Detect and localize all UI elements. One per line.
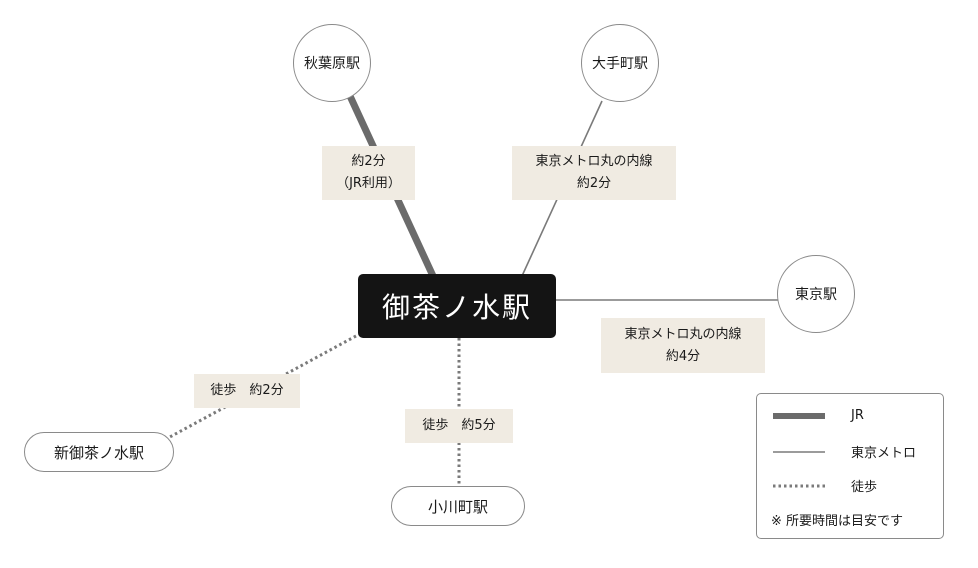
walk-line-swatch	[773, 484, 825, 487]
route-label-tokyo-time: 約4分	[665, 348, 701, 364]
station-akihabara[interactable]: 秋葉原駅	[293, 24, 371, 102]
legend-label-metro: 東京メトロ	[851, 446, 917, 461]
route-label-otemachi: 東京メトロ丸の内線 約2分	[512, 146, 676, 200]
station-ogawamachi-label: 小川町駅	[427, 497, 488, 516]
legend-note: ※ 所要時間は目安です	[771, 514, 904, 529]
route-label-tokyo-line: 東京メトロ丸の内線	[624, 326, 742, 342]
route-label-shin-ochanomizu-time: 徒歩 約2分	[210, 383, 284, 398]
center-station-ochanomizu[interactable]: 御茶ノ水駅	[358, 274, 556, 338]
station-ogawamachi[interactable]: 小川町駅	[391, 486, 525, 526]
route-label-akihabara-note: （JR利用）	[336, 176, 401, 191]
legend: JR 東京メトロ 徒歩 ※ 所要時間は目安です	[756, 393, 944, 539]
legend-item-metro: 東京メトロ	[773, 442, 916, 461]
center-station-label: 御茶ノ水駅	[381, 291, 532, 324]
jr-line-swatch	[773, 412, 825, 419]
route-label-shin-ochanomizu: 徒歩 約2分	[194, 374, 300, 408]
station-akihabara-label: 秋葉原駅	[304, 56, 360, 72]
route-label-akihabara-time: 約2分	[351, 154, 386, 169]
route-label-akihabara: 約2分 （JR利用）	[322, 146, 415, 200]
route-label-ogawamachi: 徒歩 約5分	[405, 409, 513, 443]
station-tokyo-label: 東京駅	[795, 287, 837, 303]
legend-item-walk: 徒歩	[773, 476, 877, 495]
station-otemachi-label: 大手町駅	[592, 56, 648, 72]
station-shin-ochanomizu[interactable]: 新御茶ノ水駅	[24, 432, 174, 472]
route-label-ogawamachi-time: 徒歩 約5分	[422, 418, 496, 433]
legend-item-jr: JR	[773, 408, 864, 423]
route-label-otemachi-line: 東京メトロ丸の内線	[535, 154, 653, 169]
station-tokyo[interactable]: 東京駅	[777, 255, 855, 333]
metro-line-swatch	[773, 450, 825, 453]
legend-label-walk: 徒歩	[851, 480, 878, 495]
route-label-tokyo: 東京メトロ丸の内線 約4分	[601, 318, 765, 373]
route-label-otemachi-time: 約2分	[576, 176, 612, 191]
station-shin-ochanomizu-label: 新御茶ノ水駅	[53, 443, 144, 462]
station-otemachi[interactable]: 大手町駅	[581, 24, 659, 102]
legend-label-jr: JR	[851, 408, 864, 423]
